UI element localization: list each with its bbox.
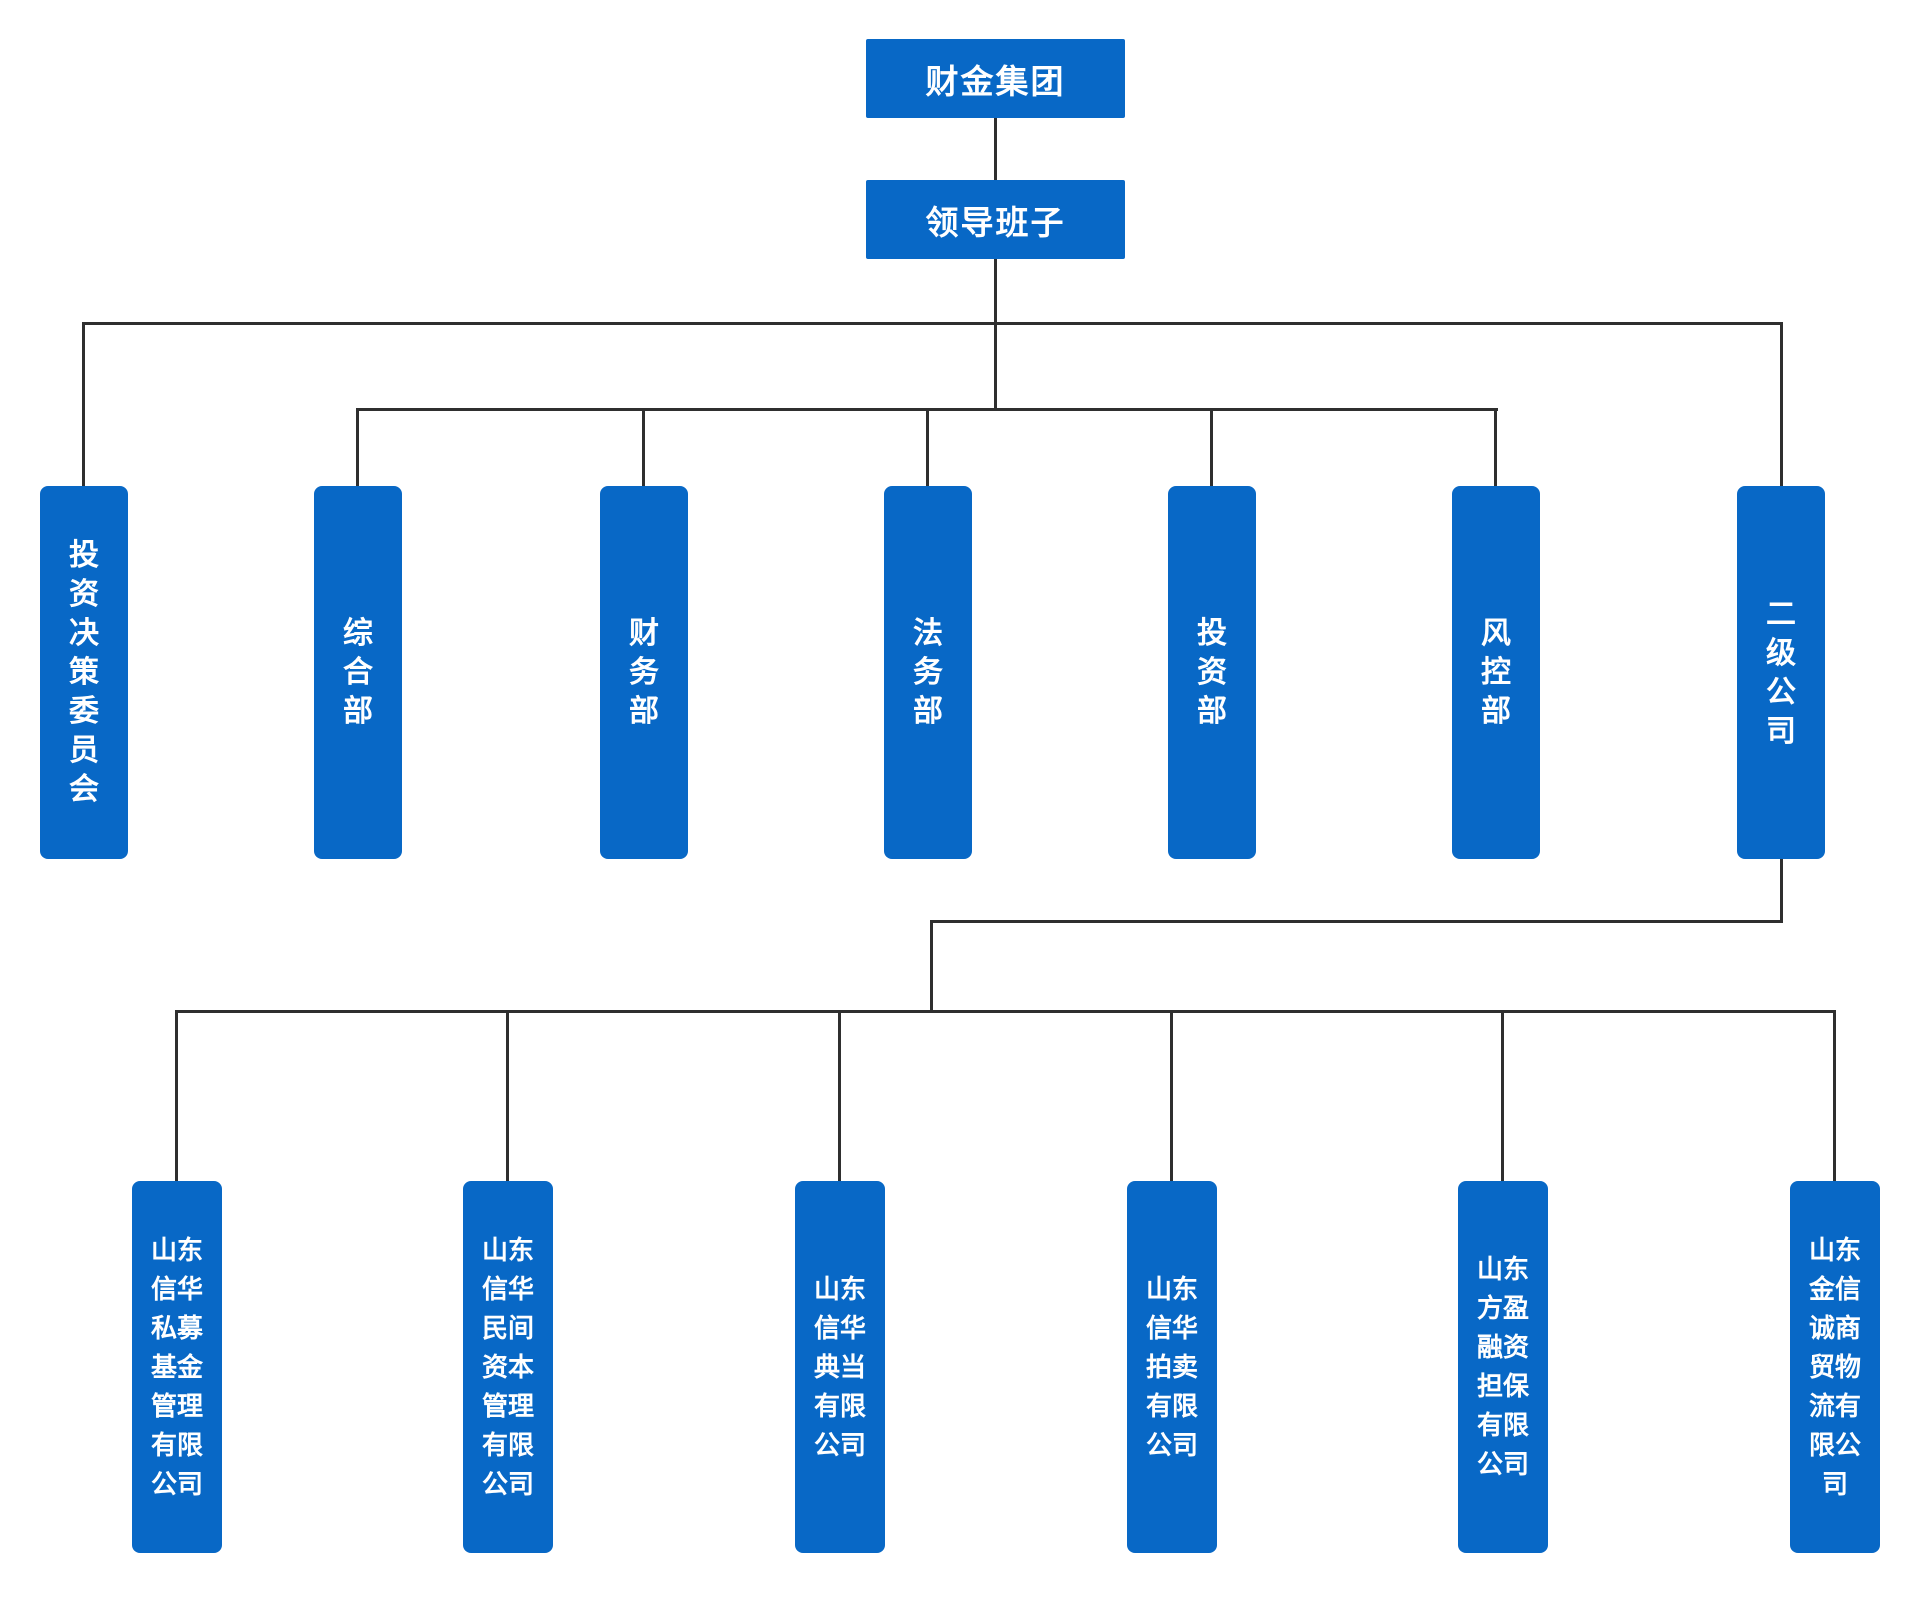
connector-drop-company-4 [1501, 1010, 1504, 1181]
connector-root-to-leadership [994, 118, 997, 180]
org-node-root-label: 财金集团 [925, 62, 1066, 100]
org-node-dept-legal: 法务部 [884, 486, 972, 859]
connector-level3-rail [176, 1010, 1836, 1013]
org-node-company-label: 山东信华典当有限公司 [814, 1273, 867, 1460]
connector-drop-dept-5 [1494, 408, 1497, 486]
connector-drop-dept-1 [356, 408, 359, 486]
org-node-company-private-fund: 山东信华私募基金管理有限公司 [132, 1181, 222, 1553]
org-node-dept-label: 投资部 [1197, 617, 1227, 728]
org-node-dept-label: 二级公司 [1766, 597, 1796, 748]
org-node-company-label: 山东金信诚商贸物流有限公司 [1809, 1234, 1862, 1499]
org-node-dept-general-affairs: 综合部 [314, 486, 402, 859]
connector-leadership-drop [994, 258, 997, 409]
org-node-root: 财金集团 [866, 39, 1125, 118]
org-node-dept-investment: 投资部 [1168, 486, 1256, 859]
org-node-dept-label: 风控部 [1481, 617, 1511, 728]
connector-drop-dept-4 [1210, 408, 1213, 486]
org-node-dept-secondary-companies: 二级公司 [1737, 486, 1825, 859]
org-node-dept-label: 财务部 [629, 617, 659, 728]
connector-secondary-mid-drop [930, 920, 933, 1013]
connector-drop-dept-6 [1780, 322, 1783, 486]
org-node-dept-investment-decision-committee: 投资决策委员会 [40, 486, 128, 859]
org-node-dept-finance: 财务部 [600, 486, 688, 859]
connector-drop-company-5 [1833, 1010, 1836, 1181]
connector-drop-company-3 [1170, 1010, 1173, 1181]
connector-drop-dept-3 [926, 408, 929, 486]
org-node-company-trade-logistics: 山东金信诚商贸物流有限公司 [1790, 1181, 1880, 1553]
connector-secondary-left-rail [930, 920, 1783, 923]
org-node-leadership-label: 领导班子 [925, 203, 1066, 241]
org-node-company-label: 山东方盈融资担保有限公司 [1477, 1254, 1530, 1479]
org-node-company-auction: 山东信华拍卖有限公司 [1127, 1181, 1217, 1553]
org-node-company-pawn: 山东信华典当有限公司 [795, 1181, 885, 1553]
connector-drop-company-2 [838, 1010, 841, 1181]
org-node-company-label: 山东信华民间资本管理有限公司 [482, 1234, 535, 1499]
connector-secondary-down [1780, 859, 1783, 923]
org-node-company-label: 山东信华拍卖有限公司 [1146, 1273, 1199, 1460]
connector-drop-company-1 [506, 1010, 509, 1181]
org-node-dept-risk-control: 风控部 [1452, 486, 1540, 859]
connector-drop-company-0 [175, 1010, 178, 1181]
org-node-dept-label: 投资决策委员会 [69, 539, 99, 806]
org-node-company-financing-guarantee: 山东方盈融资担保有限公司 [1458, 1181, 1548, 1553]
connector-level2-outer-rail [82, 322, 1783, 325]
org-node-company-label: 山东信华私募基金管理有限公司 [151, 1234, 204, 1499]
org-node-dept-label: 法务部 [913, 617, 943, 728]
org-node-company-private-capital: 山东信华民间资本管理有限公司 [463, 1181, 553, 1553]
org-node-leadership: 领导班子 [866, 180, 1125, 259]
org-node-dept-label: 综合部 [343, 617, 373, 728]
connector-drop-dept-2 [642, 408, 645, 486]
connector-drop-dept-0 [82, 322, 85, 486]
